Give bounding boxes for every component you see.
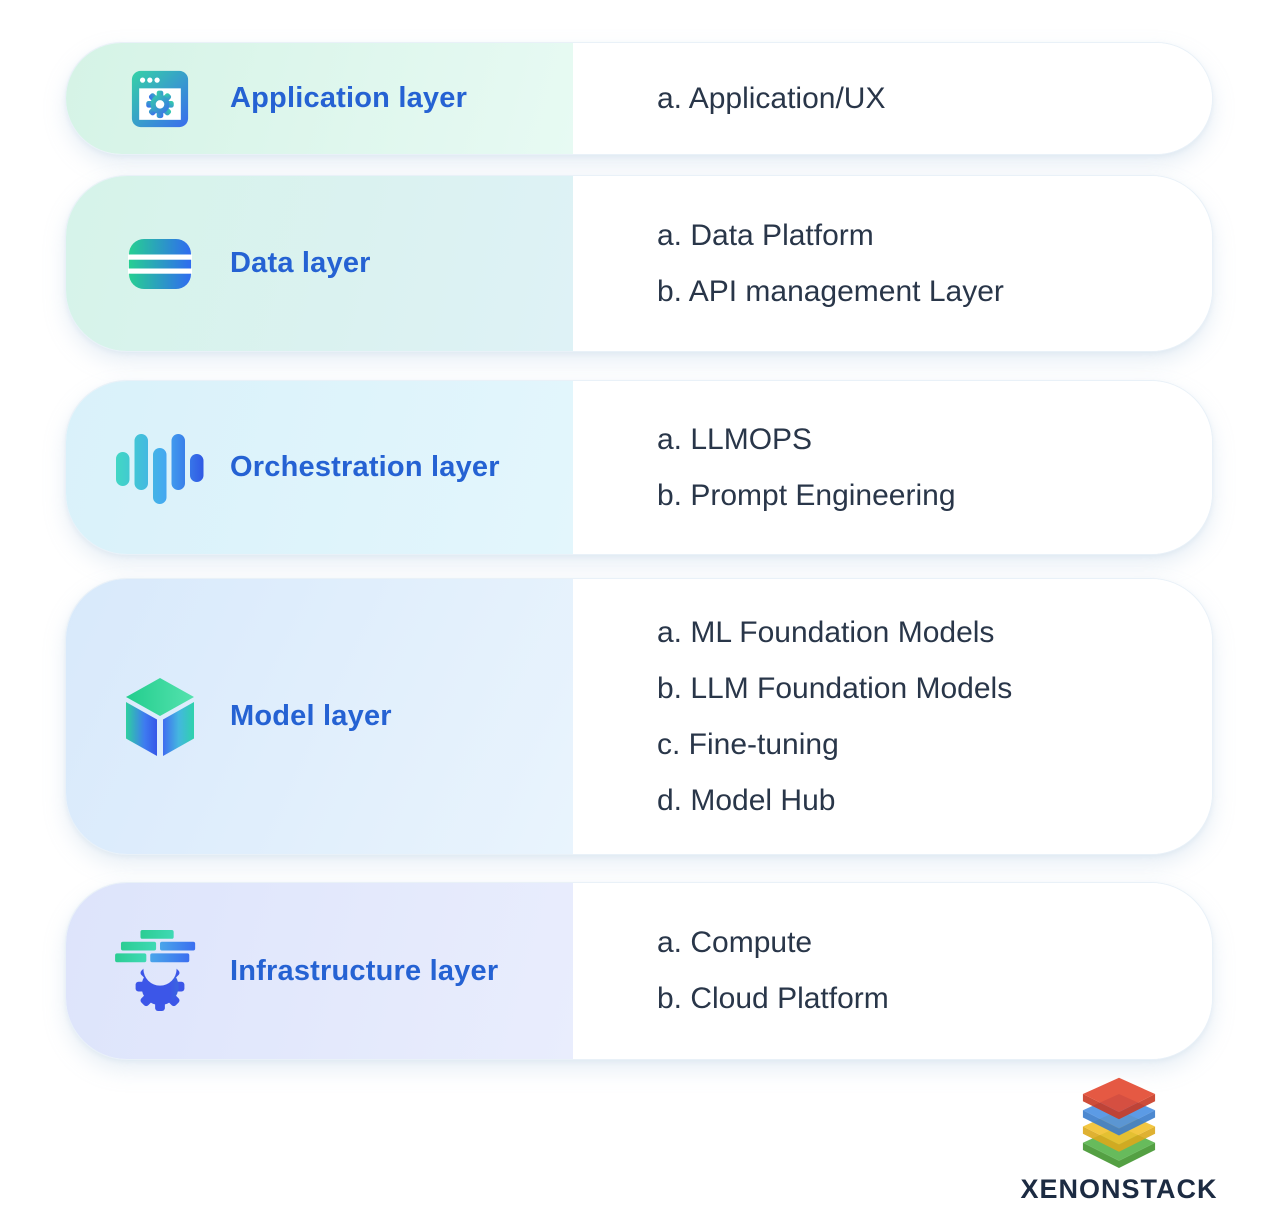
layer-item: b. Cloud Platform	[657, 982, 889, 1015]
layer-card-application: Application layer a. Application/UX	[65, 42, 1213, 155]
database-icon	[112, 238, 208, 290]
layer-item: a. Compute	[657, 926, 813, 959]
application-items-section: a. Application/UX	[573, 43, 1212, 154]
cube-icon	[112, 676, 208, 758]
model-label-section: Model layer	[66, 579, 573, 854]
layer-title: Application layer	[230, 82, 468, 114]
layer-item: a. Application/UX	[657, 81, 886, 115]
layer-card-data: Data layer a. Data Platform b. API manag…	[65, 175, 1213, 352]
layer-title: Orchestration layer	[230, 451, 500, 483]
layer-stack: Application layer a. Application/UX	[65, 42, 1213, 1060]
layer-card-orchestration: Orchestration layer a. LLMOPS b. Prompt …	[65, 380, 1213, 555]
layer-card-model: Model layer a. ML Foundation Models b. L…	[65, 578, 1213, 855]
layer-title: Data layer	[230, 247, 371, 279]
layer-item: d. Model Hub	[657, 783, 836, 817]
infrastructure-items-section: a. Compute b. Cloud Platform	[573, 883, 1212, 1059]
orchestration-items-section: a. LLMOPS b. Prompt Engineering	[573, 381, 1212, 554]
data-label-section: Data layer	[66, 176, 573, 351]
xenonstack-layers-icon	[1082, 1077, 1156, 1168]
infrastructure-label-section: Infrastructure layer	[66, 883, 573, 1059]
layer-title: Model layer	[230, 700, 392, 732]
layer-title: Infrastructure layer	[230, 954, 499, 987]
layer-item: a. ML Foundation Models	[657, 615, 995, 649]
waveform-icon	[112, 426, 208, 510]
infrastructure-icon	[112, 930, 208, 1012]
model-items-section: a. ML Foundation Models b. LLM Foundatio…	[573, 579, 1212, 854]
xenonstack-logo: XENONSTACK	[1014, 1076, 1224, 1205]
layer-item: c. Fine-tuning	[657, 727, 839, 761]
app-window-icon	[112, 68, 208, 130]
layer-item: a. Data Platform	[657, 218, 874, 252]
orchestration-label-section: Orchestration layer	[66, 381, 573, 554]
layer-card-infrastructure: Infrastructure layer a. Compute b. Cloud…	[65, 882, 1213, 1060]
layer-item: b. API management Layer	[657, 274, 1004, 308]
layer-item: a. LLMOPS	[657, 422, 813, 456]
layer-item: b. LLM Foundation Models	[657, 671, 1013, 705]
xenonstack-wordmark: XENONSTACK	[1020, 1174, 1218, 1204]
application-label-section: Application layer	[66, 43, 573, 154]
data-items-section: a. Data Platform b. API management Layer	[573, 176, 1212, 351]
layer-item: b. Prompt Engineering	[657, 478, 956, 512]
